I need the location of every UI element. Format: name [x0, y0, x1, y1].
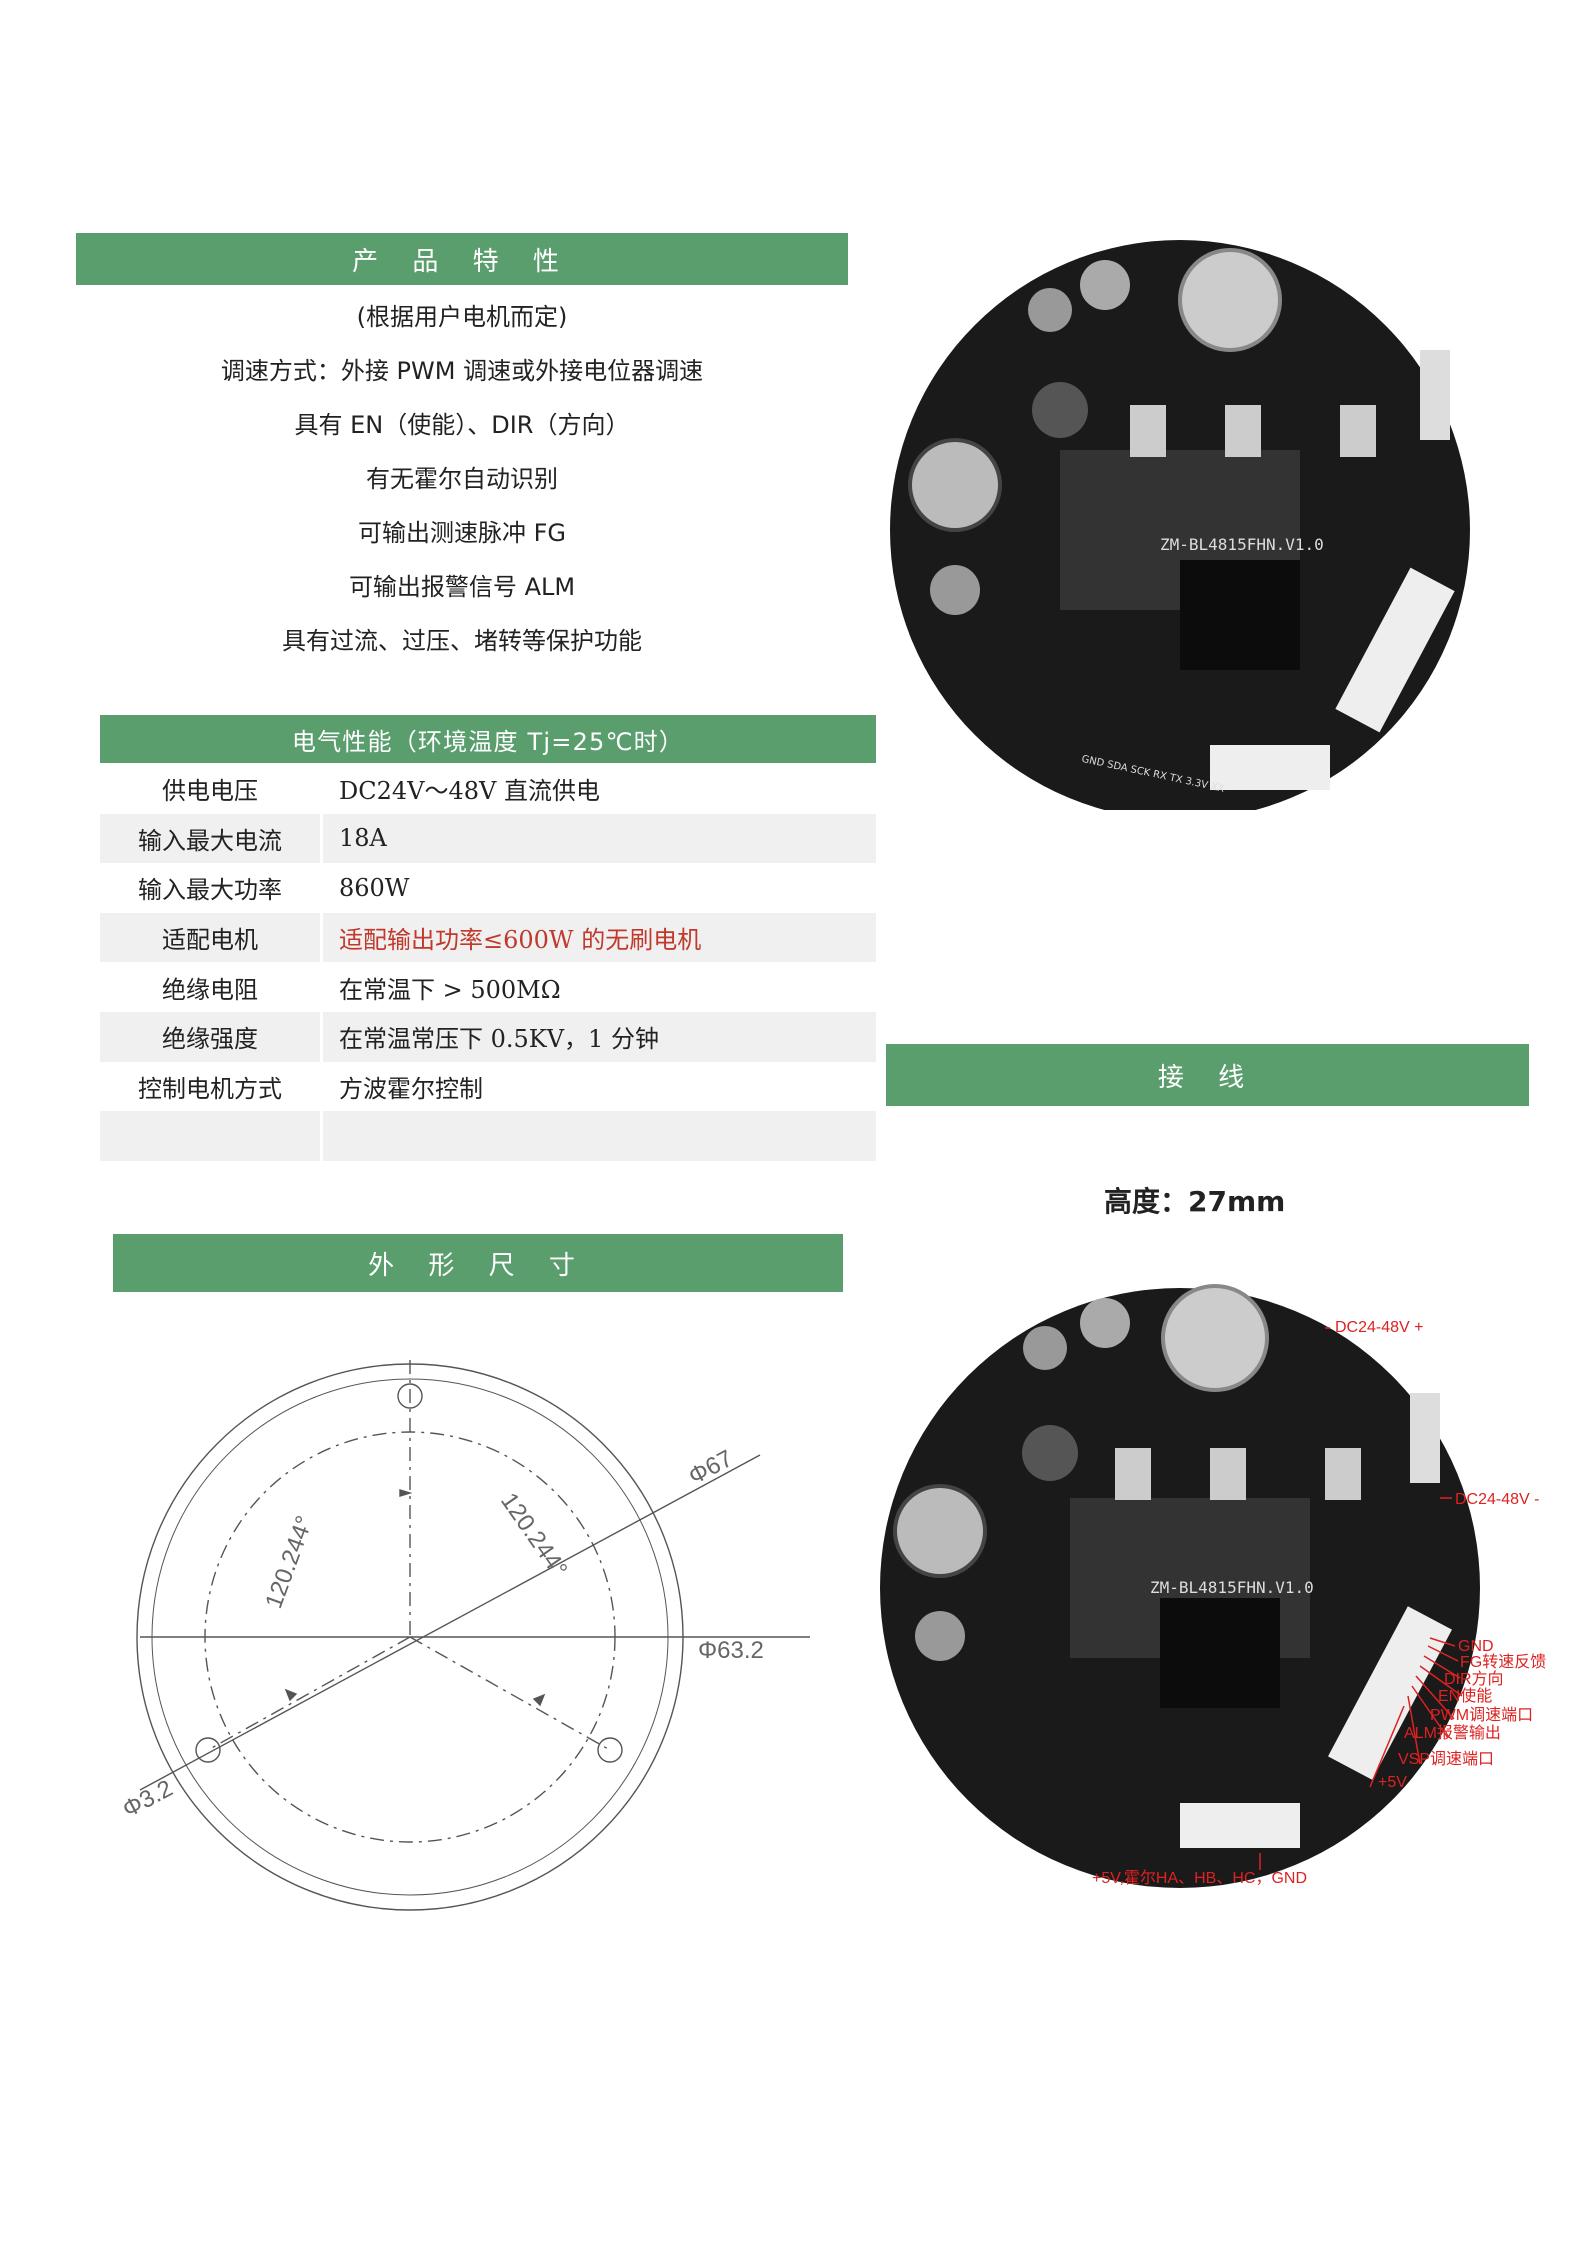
mount-hole: [597, 1737, 623, 1763]
electrical-title: 电气性能（环境温度 Tj=25℃时）: [291, 727, 685, 756]
wiring-title: 接 线: [1157, 1062, 1258, 1093]
spec-value: [320, 1111, 876, 1161]
inner-diameter-label: Φ63.2: [698, 1637, 764, 1664]
table-row: 供电电压 DC24V～48V 直流供电: [100, 764, 876, 814]
wiring-header: 接 线: [886, 1044, 1529, 1106]
dimensions-title: 外 形 尺 寸: [368, 1250, 588, 1281]
spec-key: 输入最大功率: [138, 876, 282, 905]
dimensions-header: 外 形 尺 寸: [113, 1234, 843, 1292]
spec-key: 输入最大电流: [100, 813, 322, 864]
label-fg: FG转速反馈: [1460, 1653, 1546, 1671]
label-dc-plus: DC24-48V +: [1335, 1319, 1424, 1336]
table-row: 输入最大功率 860W: [100, 863, 876, 913]
table-row: 适配电机 适配输出功率≤600W 的无刷电机: [100, 912, 876, 963]
label-5v: +5V: [1378, 1774, 1407, 1791]
feature-line: 可输出报警信号 ALM: [348, 573, 576, 601]
board-model-text: ZM-BL4815FHN.V1.0: [1150, 1578, 1314, 1597]
feature-line: 具有 EN（使能）、DIR（方向）: [294, 411, 630, 439]
table-row: 输入最大电流 18A: [100, 813, 876, 864]
height-note: 高度：27mm: [1104, 1185, 1286, 1218]
outer-diameter-label: Φ67: [684, 1445, 737, 1490]
table-row: 绝缘电阻 在常温下 > 500MΩ: [100, 962, 876, 1012]
label-hall: +5V,霍尔HA、HB、HC，GND: [1092, 1869, 1307, 1887]
angle-label-right: 120.244°: [495, 1488, 572, 1582]
spec-key: [100, 1111, 322, 1161]
feature-line: 调速方式：外接 PWM 调速或外接电位器调速: [220, 357, 704, 385]
label-dir: DIR方向: [1444, 1670, 1504, 1688]
dimension-drawing: 120.244° 120.244° Φ67 Φ63.2 Φ3.2: [120, 1360, 810, 1911]
spec-key: 控制电机方式: [138, 1074, 282, 1103]
feature-line: 可输出测速脉冲 FG: [357, 519, 567, 547]
spec-value: 方波霍尔控制: [320, 1061, 876, 1112]
label-vsp: VSP调速端口: [1398, 1750, 1494, 1768]
board-model-text: ZM-BL4815FHN.V1.0: [1160, 535, 1324, 554]
pcb-photo-wiring: ZM-BL4815FHN.V1.0 DC24-48V + DC24-48V - …: [880, 1284, 1546, 1888]
table-row: 绝缘强度 在常温常压下 0.5KV，1 分钟: [100, 1011, 876, 1062]
spec-value: 860W: [320, 863, 876, 913]
spec-value-highlight: 适配输出功率≤600W 的无刷电机: [320, 912, 876, 963]
table-row: 控制电机方式 方波霍尔控制: [100, 1061, 876, 1112]
spec-key: 供电电压: [162, 777, 258, 806]
spec-key: 绝缘强度: [100, 1011, 322, 1062]
spec-key: 绝缘电阻: [162, 975, 258, 1004]
electrical-header: 电气性能（环境温度 Tj=25℃时）: [100, 715, 876, 763]
feature-line: (根据用户电机而定): [356, 303, 568, 331]
feature-line: 有无霍尔自动识别: [366, 465, 558, 493]
angle-label-left: 120.244°: [260, 1512, 318, 1612]
label-dc-minus: DC24-48V -: [1455, 1491, 1539, 1508]
features-list: (根据用户电机而定) 调速方式：外接 PWM 调速或外接电位器调速 具有 EN（…: [76, 290, 848, 668]
spec-value: 在常温下 > 500MΩ: [320, 962, 876, 1012]
spec-value: DC24V～48V 直流供电: [320, 764, 876, 814]
label-gnd: GND: [1458, 1638, 1494, 1655]
electrical-table: 供电电压 DC24V～48V 直流供电 输入最大电流 18A 输入最大功率 86…: [100, 764, 876, 1161]
features-title: 产 品 特 性: [352, 246, 572, 277]
mount-hole: [195, 1737, 221, 1763]
pcb-photo-top: ZM-BL4815FHN.V1.0 GND SDA SCK RX TX 3.3V…: [890, 240, 1470, 810]
spec-key: 适配电机: [100, 912, 322, 963]
label-pwm: PWM调速端口: [1430, 1706, 1533, 1724]
label-en: EN使能: [1438, 1687, 1492, 1705]
spec-value: 在常温常压下 0.5KV，1 分钟: [320, 1011, 876, 1062]
label-alm: ALM报警输出: [1404, 1724, 1501, 1742]
hole-diameter-label: Φ3.2: [120, 1775, 177, 1823]
feature-line: 具有过流、过压、堵转等保护功能: [282, 627, 642, 655]
mount-hole: [397, 1383, 423, 1409]
features-header: 产 品 特 性: [76, 233, 848, 285]
table-row: [100, 1111, 876, 1161]
spec-value: 18A: [320, 813, 876, 864]
